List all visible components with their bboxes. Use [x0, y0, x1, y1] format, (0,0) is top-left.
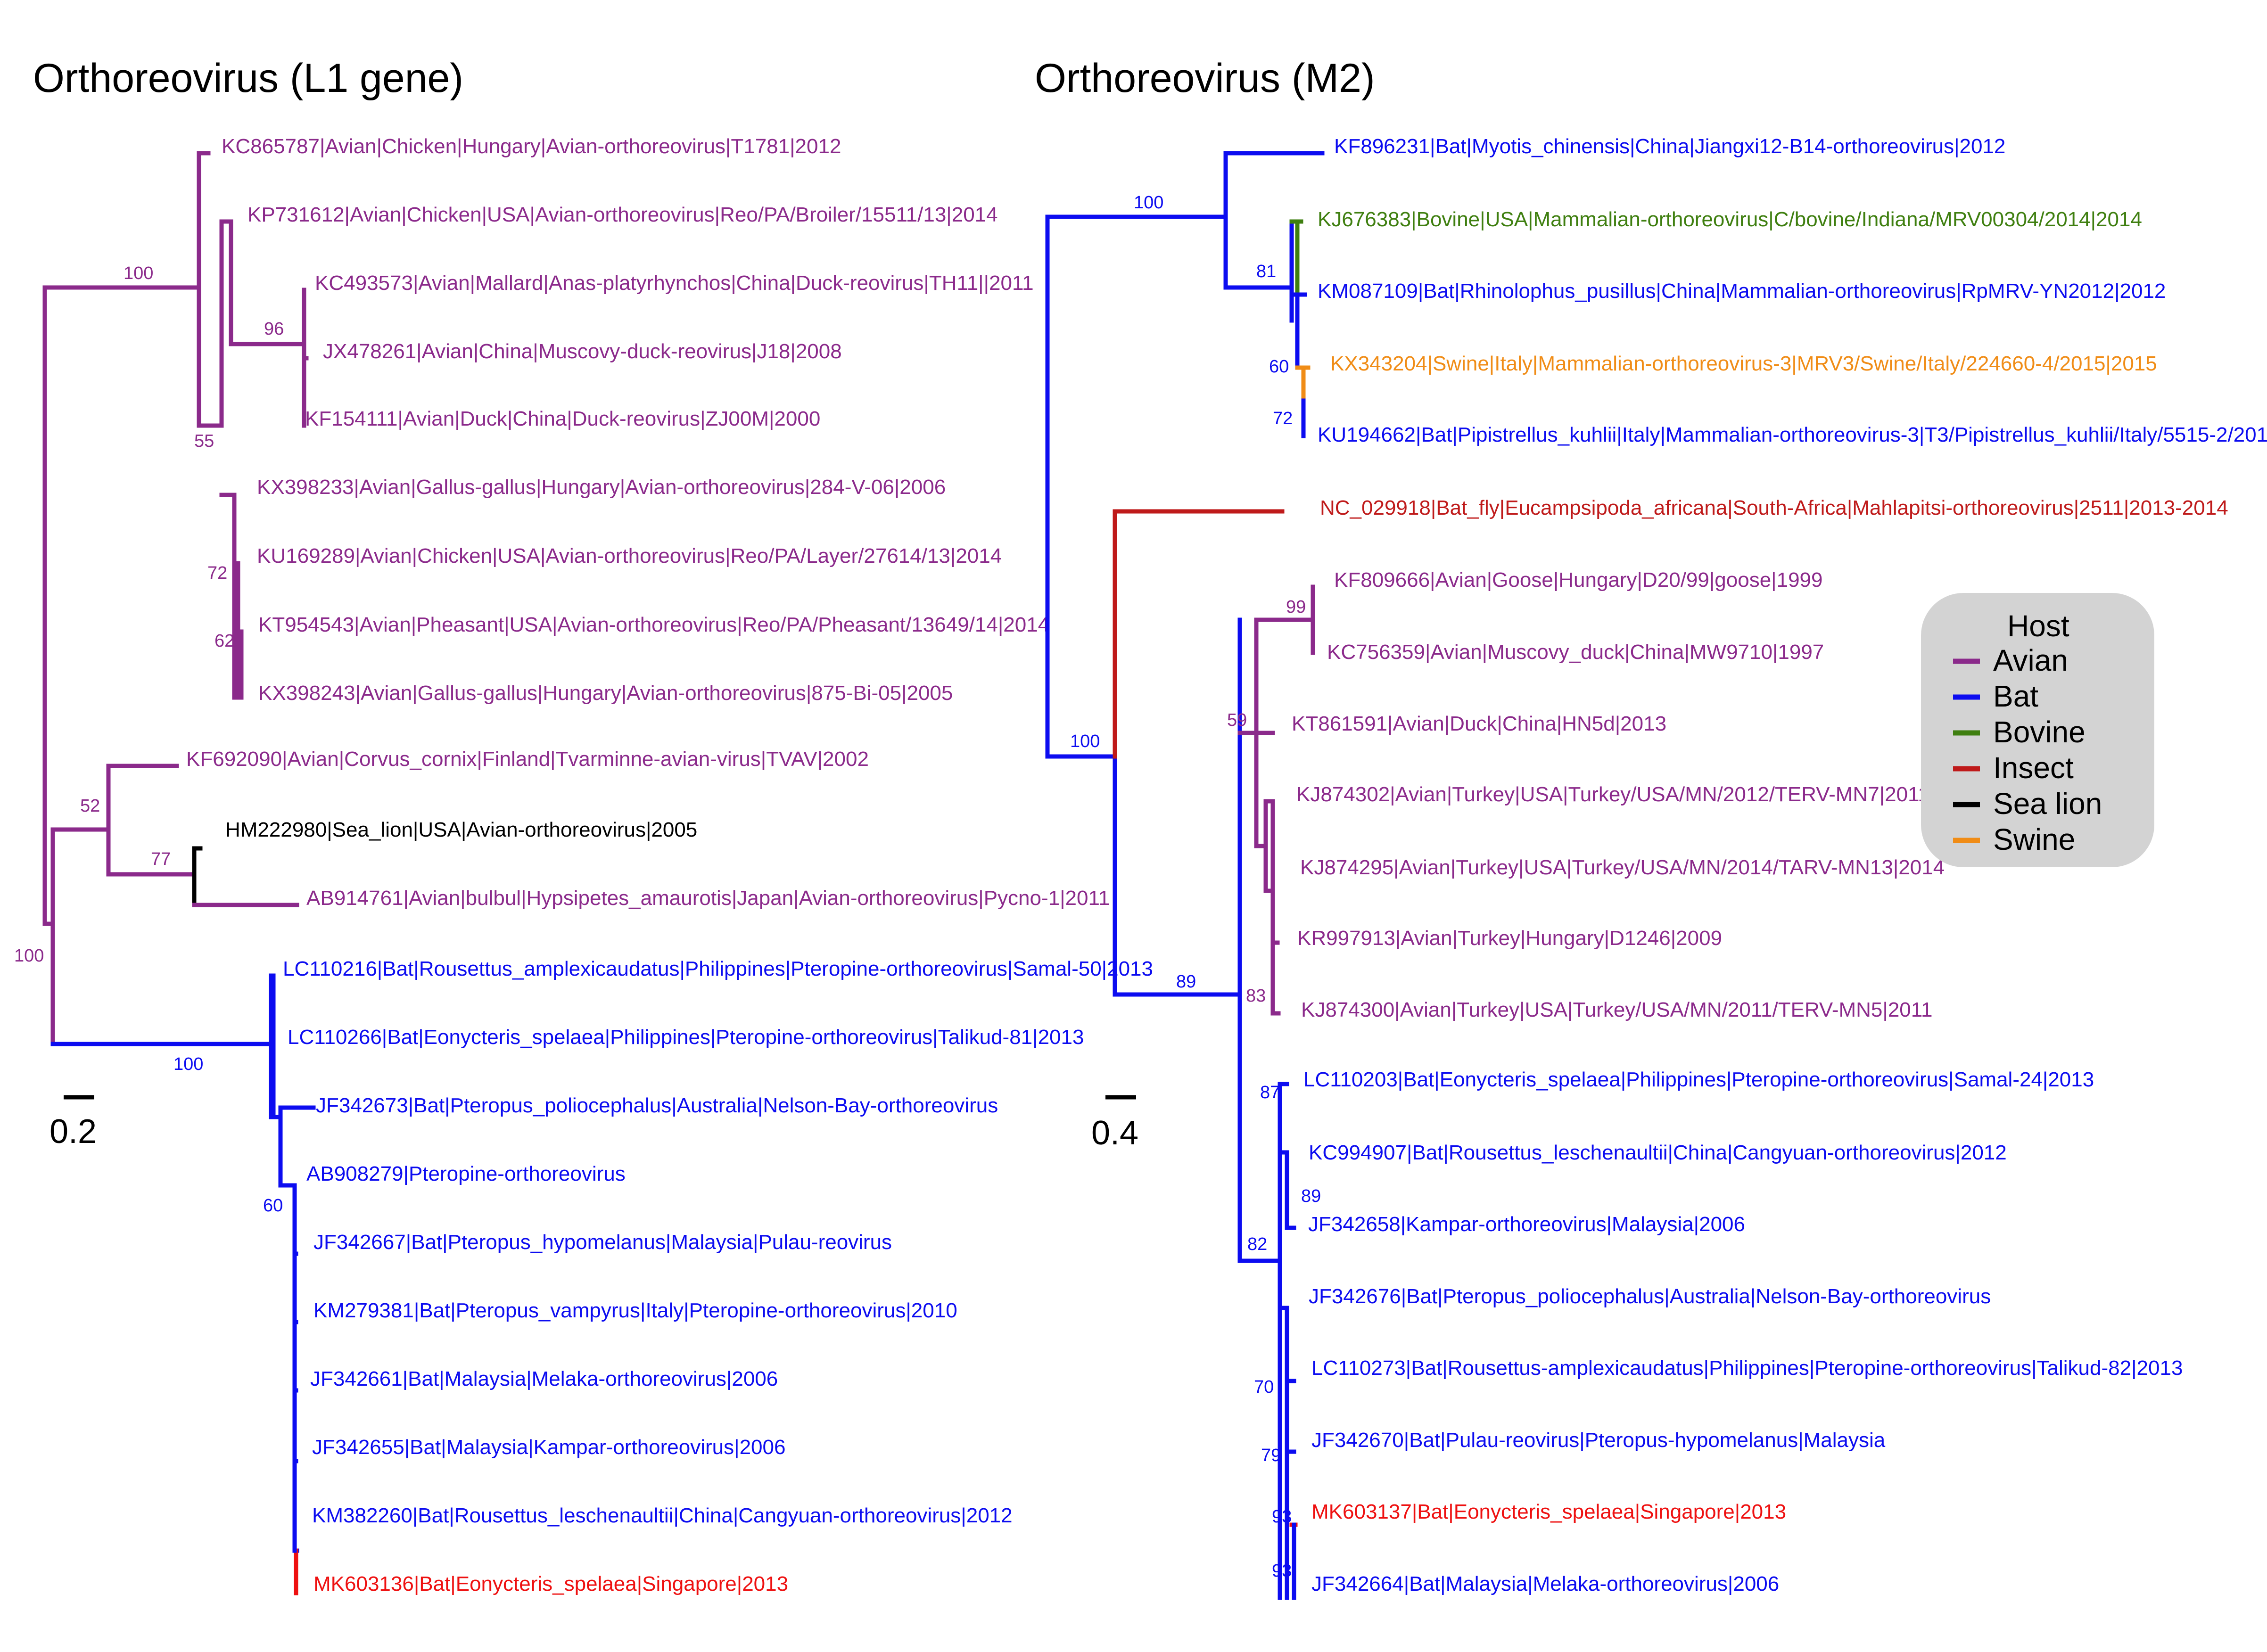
- left-leaf-label: JF342667|Bat|Pteropus_hypomelanus|Malays…: [313, 1231, 892, 1254]
- right-bootstrap-label: 70: [1254, 1377, 1274, 1397]
- left-tree-title: Orthoreovirus (L1 gene): [33, 56, 463, 101]
- right-leaf-label: JF342664|Bat|Malaysia|Melaka-orthoreovir…: [1311, 1572, 1779, 1595]
- right-leaf-label: KJ874302|Avian|Turkey|USA|Turkey/USA/MN/…: [1296, 783, 1929, 806]
- right-leaf-label: KJ874295|Avian|Turkey|USA|Turkey/USA/MN/…: [1300, 856, 1945, 879]
- left-leaf-label: KC493573|Avian|Mallard|Anas-platyrhyncho…: [315, 271, 1034, 295]
- left-scale-bar: 0.2: [49, 1095, 97, 1151]
- left-leaf-label: KF692090|Avian|Corvus_cornix|Finland|Tva…: [186, 748, 869, 771]
- left-leaf-label: JF342655|Bat|Malaysia|Kampar-orthoreovir…: [312, 1436, 785, 1459]
- right-scale-bar-label: 0.4: [1091, 1114, 1138, 1152]
- left-bootstrap-label: 60: [263, 1196, 283, 1216]
- right-leaf-label: KU194662|Bat|Pipistrellus_kuhlii|Italy|M…: [1318, 423, 2267, 446]
- left-leaf-label: AB914761|Avian|bulbul|Hypsipetes_amaurot…: [306, 887, 1110, 910]
- left-leaf-label: KX398243|Avian|Gallus-gallus|Hungary|Avi…: [258, 682, 953, 705]
- legend-item-label: Bat: [1993, 679, 2038, 713]
- left-bootstrap-label: 100: [124, 263, 153, 283]
- right-bootstrap-label: 87: [1260, 1083, 1280, 1102]
- left-bootstrap-label: 100: [14, 946, 44, 966]
- right-bootstrap-label: 93: [1272, 1561, 1292, 1581]
- left-leaf-label: LC110216|Bat|Rousettus_amplexicaudatus|P…: [283, 957, 1153, 980]
- right-leaf-label: KJ874300|Avian|Turkey|USA|Turkey/USA/MN/…: [1301, 998, 1932, 1021]
- left-leaf-label: AB908279|Pteropine-orthoreovirus: [306, 1162, 626, 1185]
- right-bootstrap-label: 60: [1269, 357, 1289, 377]
- right-leaf-label: LC110203|Bat|Eonycteris_spelaea|Philippi…: [1303, 1068, 2094, 1091]
- left-tree-leaf-labels: KC865787|Avian|Chicken|Hungary|Avian-ort…: [186, 135, 1153, 1595]
- right-bootstrap-label: 81: [1256, 262, 1276, 281]
- left-leaf-label: JX478261|Avian|China|Muscovy-duck-reovir…: [323, 340, 842, 363]
- right-leaf-label: KT861591|Avian|Duck|China|HN5d|2013: [1292, 712, 1666, 735]
- right-leaf-label: KF896231|Bat|Myotis_chinensis|China|Jian…: [1334, 135, 2005, 158]
- right-bootstrap-label: 79: [1261, 1446, 1281, 1465]
- right-bootstrap-label: 100: [1134, 193, 1163, 213]
- left-leaf-label: KP731612|Avian|Chicken|USA|Avian-orthore…: [247, 203, 998, 226]
- left-bootstrap-label: 62: [214, 631, 234, 651]
- left-bootstrap-label: 96: [264, 319, 284, 339]
- right-leaf-label: KC994907|Bat|Rousettus_leschenaultii|Chi…: [1309, 1141, 2007, 1164]
- right-tree-title: Orthoreovirus (M2): [1035, 56, 1375, 101]
- left-bootstrap-label: 52: [80, 796, 100, 816]
- legend-item-label: Swine: [1993, 822, 2075, 856]
- right-leaf-label: JF342676|Bat|Pteropus_poliocephalus|Aust…: [1309, 1285, 1991, 1308]
- left-bootstrap-label: 72: [207, 563, 227, 583]
- left-leaf-label: KU169289|Avian|Chicken|USA|Avian-orthore…: [257, 544, 1002, 567]
- left-leaf-label: KC865787|Avian|Chicken|Hungary|Avian-ort…: [222, 135, 841, 158]
- left-leaf-label: JF342673|Bat|Pteropus_poliocephalus|Aust…: [316, 1094, 998, 1117]
- right-bootstrap-label: 83: [1246, 986, 1266, 1006]
- legend-item-label: Sea lion: [1993, 787, 2102, 821]
- left-leaf-label: KT954543|Avian|Pheasant|USA|Avian-orthor…: [258, 613, 1049, 636]
- right-bootstrap-label: 89: [1301, 1186, 1321, 1206]
- right-tree-bootstrap-labels: 100 81 60 72 99 59 83 100 89 87 89 82 70 79 93 93: [1070, 193, 1321, 1581]
- right-leaf-label: JF342658|Kampar-orthoreovirus|Malaysia|2…: [1308, 1213, 1745, 1236]
- left-leaf-label: MK603136|Bat|Eonycteris_spelaea|Singapor…: [313, 1572, 788, 1595]
- left-bootstrap-label: 55: [194, 431, 214, 451]
- left-bootstrap-label: 77: [151, 849, 171, 869]
- left-leaf-label: KM279381|Bat|Pteropus_vampyrus|Italy|Pte…: [313, 1299, 957, 1322]
- left-tree: Orthoreovirus (L1 gene) KC865787|Avian|C…: [14, 56, 1153, 1595]
- right-leaf-label: NC_029918|Bat_fly|Eucampsipoda_africana|…: [1320, 496, 2228, 519]
- right-bootstrap-label: 99: [1286, 597, 1306, 617]
- legend-item-label: Insect: [1993, 751, 2074, 785]
- right-leaf-label: KM087109|Bat|Rhinolophus_pusillus|China|…: [1318, 279, 2166, 303]
- right-bootstrap-label: 89: [1176, 972, 1196, 992]
- right-leaf-label: KR997913|Avian|Turkey|Hungary|D1246|2009: [1297, 927, 1722, 950]
- left-scale-bar-label: 0.2: [49, 1113, 97, 1151]
- legend-title: Host: [2007, 609, 2069, 643]
- left-tree-branches: [42, 151, 316, 1595]
- left-leaf-label: LC110266|Bat|Eonycteris_spelaea|Philippi…: [288, 1026, 1084, 1049]
- right-bootstrap-label: 72: [1273, 409, 1293, 428]
- right-tree-leaf-labels: KF896231|Bat|Myotis_chinensis|China|Jian…: [1292, 135, 2267, 1595]
- right-tree-branches: [1045, 151, 1325, 1600]
- left-leaf-label: KF154111|Avian|Duck|China|Duck-reovirus|…: [305, 407, 820, 430]
- right-leaf-label: KX343204|Swine|Italy|Mammalian-orthoreov…: [1330, 352, 2157, 375]
- right-tree: Orthoreovirus (M2) KF896231|Bat|Myotis_c…: [1035, 56, 2267, 1600]
- left-tree-bootstrap-labels: 100 96 55 72 62 52 77 100 100 60: [14, 263, 284, 1216]
- right-bootstrap-label: 93: [1272, 1507, 1292, 1527]
- right-leaf-label: JF342670|Bat|Pulau-reovirus|Pteropus-hyp…: [1311, 1429, 1886, 1452]
- right-leaf-label: KC756359|Avian|Muscovy_duck|China|MW9710…: [1327, 641, 1824, 664]
- right-bootstrap-label: 82: [1247, 1234, 1267, 1254]
- right-leaf-label: MK603137|Bat|Eonycteris_spelaea|Singapor…: [1311, 1500, 1786, 1523]
- right-scale-bar: 0.4: [1091, 1095, 1138, 1152]
- legend-item-label: Bovine: [1993, 715, 2086, 749]
- right-leaf-label: KJ676383|Bovine|USA|Mammalian-orthoreovi…: [1318, 208, 2142, 231]
- legend-item-label: Avian: [1993, 643, 2068, 677]
- left-bootstrap-label: 100: [173, 1054, 203, 1074]
- left-leaf-label: HM222980|Sea_lion|USA|Avian-orthoreoviru…: [225, 818, 697, 841]
- left-leaf-label: JF342661|Bat|Malaysia|Melaka-orthoreovir…: [310, 1367, 778, 1390]
- right-bootstrap-label: 100: [1070, 731, 1100, 751]
- right-leaf-label: LC110273|Bat|Rousettus-amplexicaudatus|P…: [1311, 1356, 2183, 1380]
- left-leaf-label: KM382260|Bat|Rousettus_leschenaultii|Chi…: [312, 1504, 1013, 1527]
- left-leaf-label: KX398233|Avian|Gallus-gallus|Hungary|Avi…: [257, 476, 946, 499]
- right-bootstrap-label: 59: [1227, 710, 1247, 730]
- right-leaf-label: KF809666|Avian|Goose|Hungary|D20/99|goos…: [1334, 568, 1823, 592]
